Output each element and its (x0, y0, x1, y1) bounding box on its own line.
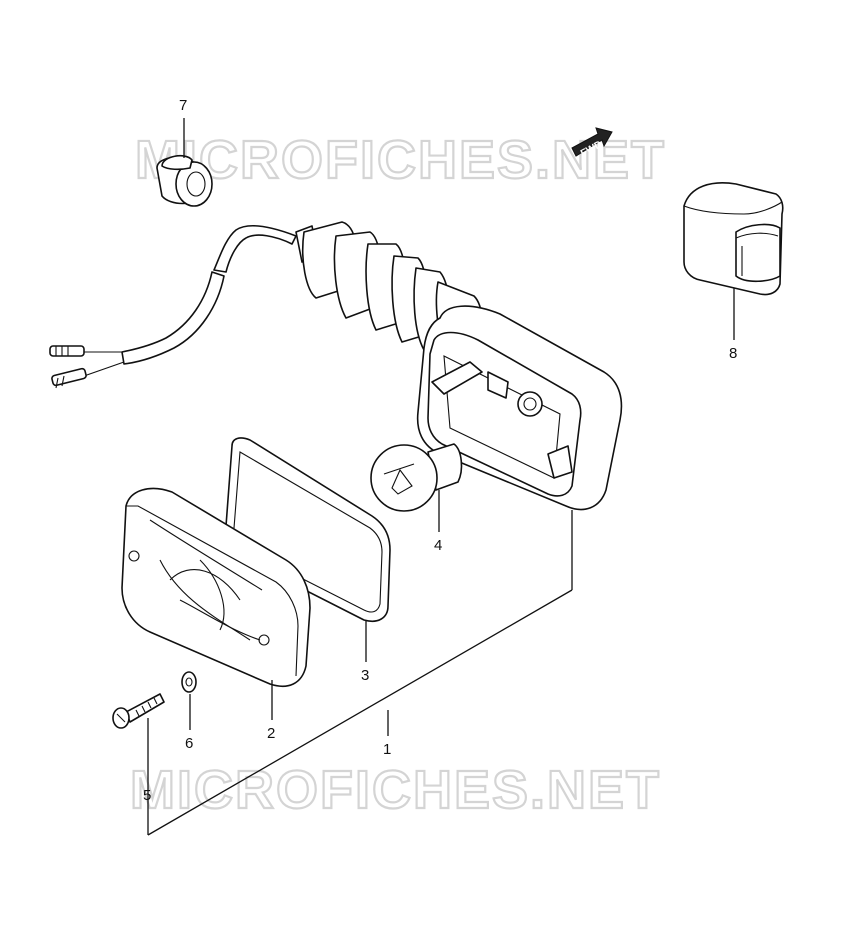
screw-part-5[interactable] (112, 693, 165, 729)
callout-1: 1 (383, 741, 391, 758)
callout-6: 6 (185, 735, 193, 752)
cover-part-8[interactable] (683, 182, 784, 296)
leader-lines (147, 118, 735, 836)
callout-8: 8 (729, 345, 737, 362)
watermark-bottom: MICROFICHES.NET (130, 760, 661, 820)
callout-3: 3 (361, 667, 369, 684)
callout-7: 7 (179, 97, 187, 114)
lens-part-2[interactable] (121, 487, 311, 688)
watermark-top: MICROFICHES.NET (135, 130, 666, 190)
grommet-part-7[interactable] (156, 154, 213, 207)
callout-4: 4 (434, 537, 442, 554)
housing-part-1[interactable] (295, 221, 623, 511)
callout-2: 2 (267, 725, 275, 742)
wire-harness (49, 224, 297, 389)
terminal-lower (51, 367, 87, 389)
bulb-part-4[interactable] (370, 443, 463, 512)
washer-part-6[interactable] (181, 671, 197, 693)
callout-5: 5 (143, 787, 151, 804)
terminal-upper (49, 345, 85, 357)
